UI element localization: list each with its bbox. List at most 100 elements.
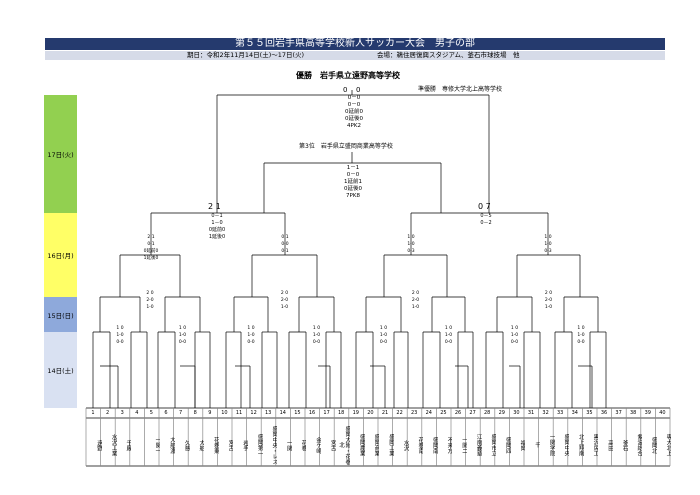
score-text: 1-0 bbox=[412, 304, 419, 310]
team-name: 花巻 bbox=[300, 439, 307, 451]
dates-text: 期日：令和2年11月14日(土)～17日(火) bbox=[187, 51, 305, 59]
score-text: 0-1 bbox=[147, 241, 154, 247]
team-number: 5 bbox=[149, 410, 153, 416]
team-number: 11 bbox=[235, 410, 243, 416]
score-text: 0-0 bbox=[511, 339, 518, 345]
score-text: 0-0 bbox=[247, 339, 254, 345]
score-text: 1-0 bbox=[545, 304, 552, 310]
semi-line: 0延前0 bbox=[208, 227, 226, 233]
score-text: 2-0 bbox=[146, 297, 153, 303]
team-number: 24 bbox=[425, 410, 432, 416]
score-text: 2 0 bbox=[146, 290, 153, 296]
score-text: 2 0 bbox=[545, 290, 552, 296]
sub-header: 期日：令和2年11月14日(土)～17日(火) 会場：鵜住居復興スタジアム、釜石… bbox=[45, 51, 665, 60]
final-score-right: 0 bbox=[356, 86, 361, 94]
team-name: 高田 bbox=[607, 439, 613, 451]
team-name: 盛岡北 bbox=[650, 436, 657, 454]
team-name: 盛岡中央 bbox=[563, 434, 570, 456]
day-16: 16日(月) bbox=[44, 213, 77, 297]
score-text: 1 0 bbox=[577, 325, 584, 331]
score-text: 1 0 bbox=[116, 325, 123, 331]
team-number: 37 bbox=[615, 410, 622, 416]
score-text: 1-0 bbox=[407, 241, 414, 247]
team-number: 20 bbox=[367, 410, 374, 416]
score-text: 2 1 bbox=[147, 234, 154, 240]
semi-line: 0－2 bbox=[480, 220, 492, 226]
team-number: 35 bbox=[586, 410, 593, 416]
score-text: 0-0 bbox=[179, 339, 186, 345]
day-17: 17日(火) bbox=[44, 95, 77, 213]
team-number: 36 bbox=[600, 410, 608, 416]
team-number: 9 bbox=[208, 410, 212, 416]
team-name: 花巻東 bbox=[212, 436, 219, 454]
score-text: 2 0 bbox=[281, 290, 288, 296]
final-line: 0延後0 bbox=[345, 116, 363, 122]
day-label: 14日(土) bbox=[47, 367, 74, 375]
team-name: 花巻南 bbox=[417, 436, 424, 454]
score-text: 0-0 bbox=[577, 339, 584, 345]
score-text: 1-0 bbox=[247, 332, 254, 338]
team-number: 39 bbox=[644, 410, 651, 416]
team-number: 38 bbox=[630, 410, 637, 416]
score-text: 1-0 bbox=[146, 304, 153, 310]
score-text: 1 0 bbox=[511, 325, 518, 331]
team-name: 福岡 bbox=[519, 439, 526, 451]
score-text: 2-0 bbox=[545, 297, 552, 303]
team-number: 18 bbox=[338, 410, 345, 416]
team-name: 紫波総合 bbox=[636, 434, 643, 456]
team-number: 26 bbox=[454, 410, 462, 416]
day-label: 15日(日) bbox=[47, 311, 74, 320]
semi-line: 0延後0 bbox=[344, 186, 362, 192]
semi-left-score: 2 1 bbox=[208, 202, 221, 211]
semi-right-detail: 0－5 0－2 bbox=[476, 213, 496, 227]
score-text: 1 0 bbox=[179, 325, 186, 331]
team-name: 一関二 bbox=[461, 436, 467, 454]
team-name: 大船渡 bbox=[169, 436, 175, 454]
score-text: 0-0 bbox=[281, 241, 288, 247]
team-number: 32 bbox=[542, 410, 549, 416]
team-number: 28 bbox=[484, 410, 491, 416]
final-line: 0延前0 bbox=[345, 109, 363, 115]
final-score-left: 0 bbox=[343, 86, 348, 94]
day-14: 14日(土) bbox=[44, 332, 77, 408]
team-number: 14 bbox=[279, 410, 286, 416]
runner-up-label: 準優勝 専修大学北上高等学校 bbox=[418, 86, 503, 93]
score-text: 1 0 bbox=[247, 325, 254, 331]
score-text: 0延前0 bbox=[144, 247, 159, 254]
score-text: 1-0 bbox=[116, 332, 123, 338]
score-text: 1-0 bbox=[179, 332, 186, 338]
team-name: 江南義塾 bbox=[475, 434, 482, 456]
semi-line: 1延後0 bbox=[208, 234, 226, 240]
semi-right-score: 0 7 bbox=[478, 202, 491, 211]
team-name: 宮古 bbox=[329, 439, 336, 451]
score-text: 2-0 bbox=[281, 297, 288, 303]
final-detail: 0－0 0－0 0延前0 0延後0 4PK2 bbox=[342, 95, 366, 130]
team-name: 不来方 bbox=[446, 436, 453, 454]
team-name: 一関 bbox=[285, 439, 292, 451]
team-name: 水沢 bbox=[402, 439, 409, 451]
score-text: 1-0 bbox=[511, 332, 518, 338]
team-number: 1 bbox=[91, 410, 95, 416]
score-text: 2 0 bbox=[412, 290, 419, 296]
team-name: 盛岡農業 bbox=[358, 434, 365, 456]
team-name: 一関学院 bbox=[548, 434, 555, 456]
team-number: 21 bbox=[381, 410, 389, 416]
final-line: 4PK2 bbox=[347, 123, 361, 129]
score-text: 1 0 bbox=[313, 325, 320, 331]
team-name: 盛岡四 bbox=[504, 436, 511, 454]
team-name: 水沢工業 bbox=[110, 434, 117, 456]
score-text: 0 1 bbox=[281, 234, 288, 240]
score-text: 0-0 bbox=[445, 339, 452, 345]
team-name: 大船 bbox=[198, 439, 205, 451]
day-label: 16日(月) bbox=[47, 252, 74, 260]
team-number: 33 bbox=[557, 410, 564, 416]
final-line: 0－0 bbox=[347, 95, 361, 101]
semi-line: 7PK8 bbox=[346, 193, 360, 199]
team-number: 27 bbox=[469, 410, 476, 416]
team-number: 31 bbox=[527, 410, 535, 416]
semi-line: 1延前1 bbox=[344, 179, 362, 185]
score-text: 1-0 bbox=[577, 332, 584, 338]
team-number: 10 bbox=[221, 410, 228, 416]
semi-line: 1－1 bbox=[346, 165, 360, 171]
winner-label: 優勝 岩手県立遠野高等学校 bbox=[296, 71, 400, 80]
